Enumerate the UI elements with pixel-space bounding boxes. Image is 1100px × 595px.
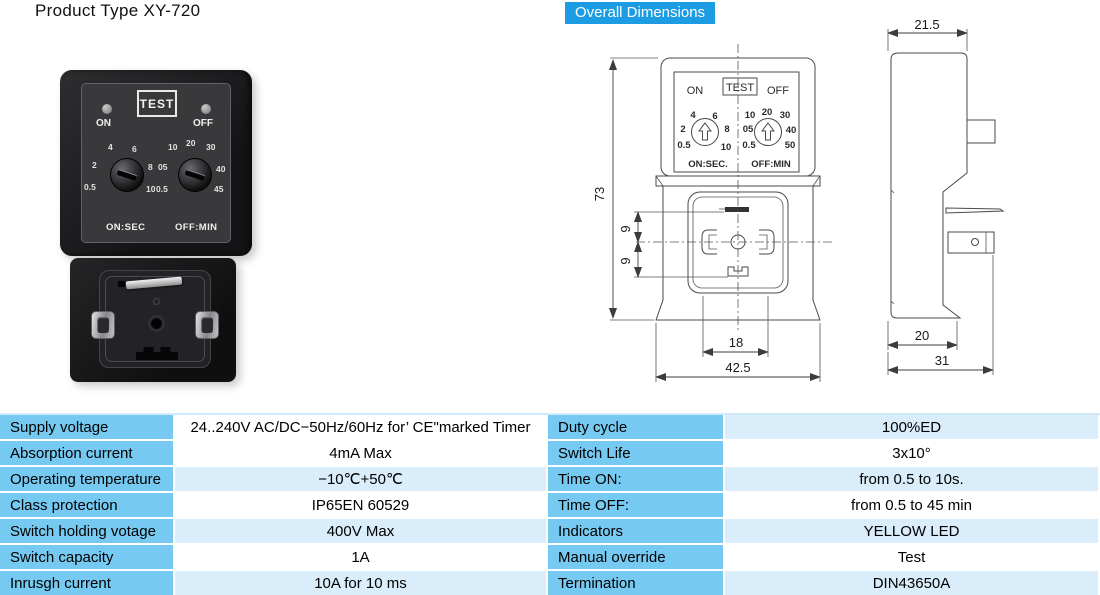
spec-value: YELLOW LED: [725, 519, 1100, 545]
dim-pin-lower-9: 9: [618, 257, 633, 264]
on-sec-knob: [110, 158, 144, 192]
spec-label: Time ON:: [548, 467, 725, 493]
spec-value: 24..240V AC/DC−50Hz/60Hz for’ CE"marked …: [175, 415, 548, 441]
screw-mark-icon: [153, 298, 160, 305]
off-min-knob: [178, 158, 212, 192]
center-hole-icon: [148, 315, 165, 332]
din-socket-face: [91, 270, 219, 368]
spec-value: DIN43650A: [725, 571, 1100, 595]
overall-dimensions-badge: Overall Dimensions: [565, 2, 716, 24]
front-dial-value: 40: [786, 125, 797, 136]
off-min-label: OFF:MIN: [175, 222, 218, 233]
spec-label: Indicators: [548, 519, 725, 545]
front-dial-value: 10: [745, 110, 756, 121]
spec-label: Switch capacity: [0, 545, 175, 571]
valve-connector-body: [70, 258, 236, 382]
dial-scale-value: 10: [146, 184, 156, 194]
spec-label: Switch holding votage: [0, 519, 175, 545]
front-off-label: OFF: [767, 85, 789, 97]
front-dial-value: 2: [680, 124, 685, 135]
spec-value: −10℃+50℃: [175, 467, 548, 493]
spec-label: Duty cycle: [548, 415, 725, 441]
front-dial-value: 30: [780, 110, 791, 121]
screw-dot-icon: [118, 281, 125, 287]
front-dial-value: 6: [712, 111, 717, 122]
dim-depth-21-5: 21.5: [914, 20, 939, 32]
product-photo: TEST ON OFF 4 6 2 8 0.5 10 10 20 30 05 4…: [56, 62, 268, 387]
metal-clip-left-icon: [91, 311, 115, 339]
front-dial-value: 0.5: [742, 140, 756, 151]
bottom-slot-icon: [136, 347, 178, 360]
timer-front-panel: TEST ON OFF 4 6 2 8 0.5 10 10 20 30 05 4…: [81, 83, 231, 243]
spec-value: 10A for 10 ms: [175, 571, 548, 595]
off-led-label: OFF: [193, 118, 213, 129]
dial-scale-value: 2: [92, 160, 97, 170]
spec-value: 1A: [175, 545, 548, 571]
spec-value: 400V Max: [175, 519, 548, 545]
spec-label: Operating temperature: [0, 467, 175, 493]
spec-value: 4mA Max: [175, 441, 548, 467]
spec-value: 3x10°: [725, 441, 1100, 467]
spec-table: Supply voltage 24..240V AC/DC−50Hz/60Hz …: [0, 413, 1100, 595]
dim-depth-31: 31: [935, 353, 949, 368]
front-dial-value: 4: [690, 110, 696, 121]
front-dial-value: 8: [724, 124, 729, 135]
side-view: 21.5 20 31: [887, 17, 1005, 375]
spec-value: IP65EN 60529: [175, 493, 548, 519]
dial-scale-value: 40: [216, 164, 226, 174]
spec-label: Inrusgh current: [0, 571, 175, 595]
on-led-icon: [102, 104, 112, 114]
dim-inner-18: 18: [729, 335, 743, 350]
front-dial-value: 05: [743, 124, 754, 135]
spec-label: Time OFF:: [548, 493, 725, 519]
front-dial-value: 50: [785, 140, 796, 151]
spec-label: Termination: [548, 571, 725, 595]
timer-head: TEST ON OFF 4 6 2 8 0.5 10 10 20 30 05 4…: [60, 70, 252, 256]
dial-scale-value: 0.5: [156, 184, 168, 194]
dim-pin-upper-9: 9: [618, 225, 633, 232]
front-on-label: ON: [687, 85, 704, 97]
dim-height-73: 73: [592, 187, 607, 201]
dimension-drawing-svg: ON TEST OFF 4 6 2 8 0.5 10 10 20 30 05: [592, 17, 1005, 382]
front-dial-value: 0.5: [677, 140, 691, 151]
spec-value: 100%ED: [725, 415, 1100, 441]
dial-scale-value: 10: [168, 142, 178, 152]
dial-scale-value: 0.5: [84, 182, 96, 192]
front-dial-value: 20: [762, 107, 773, 118]
dial-scale-value: 30: [206, 142, 216, 152]
dial-scale-value: 6: [132, 144, 137, 154]
front-dial-value: 10: [721, 142, 732, 153]
spec-label: Switch Life: [548, 441, 725, 467]
test-button: TEST: [137, 90, 177, 117]
spec-label: Supply voltage: [0, 415, 175, 441]
spec-label: Class protection: [0, 493, 175, 519]
off-led-icon: [201, 104, 211, 114]
front-view: ON TEST OFF 4 6 2 8 0.5 10 10 20 30 05: [592, 44, 832, 382]
spec-label: Absorption current: [0, 441, 175, 467]
knob-slot-icon: [184, 169, 206, 181]
page-title: Product Type XY-720: [35, 1, 201, 20]
dimension-drawing: ON TEST OFF 4 6 2 8 0.5 10 10 20 30 05: [590, 17, 1020, 420]
dial-scale-value: 20: [186, 138, 196, 148]
spec-value: from 0.5 to 45 min: [725, 493, 1100, 519]
spec-value: from 0.5 to 10s.: [725, 467, 1100, 493]
dial-scale-value: 8: [148, 162, 153, 172]
metal-clip-right-icon: [195, 311, 219, 339]
front-test-label: TEST: [726, 82, 754, 94]
dim-depth-20: 20: [915, 328, 929, 343]
front-off-min-label: OFF:MIN: [751, 159, 791, 170]
on-led-label: ON: [96, 118, 111, 129]
spec-value: Test: [725, 545, 1100, 571]
dial-scale-value: 45: [214, 184, 224, 194]
dial-scale-value: 4: [108, 142, 113, 152]
on-sec-label: ON:SEC: [106, 222, 146, 233]
spec-label: Manual override: [548, 545, 725, 571]
dial-scale-value: 05: [158, 162, 168, 172]
dim-width-42-5: 42.5: [725, 360, 750, 375]
front-on-sec-label: ON:SEC.: [688, 159, 728, 170]
knob-slot-icon: [116, 169, 138, 181]
